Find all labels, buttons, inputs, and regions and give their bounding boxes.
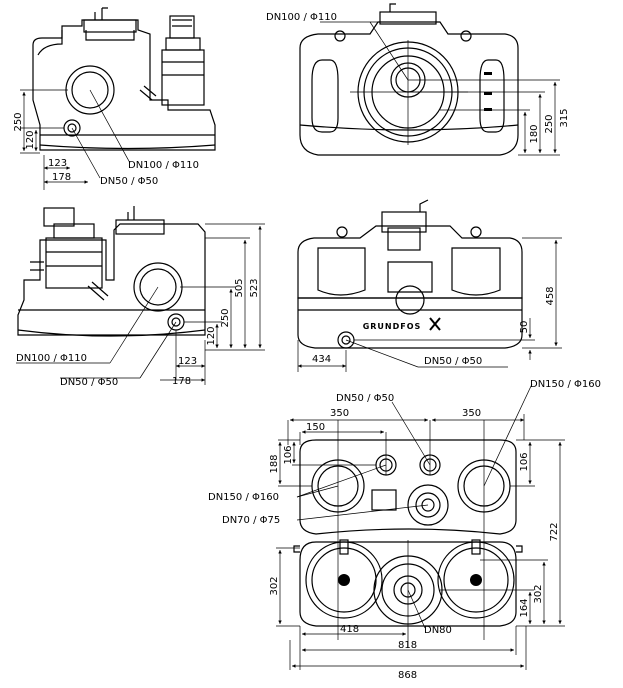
side-right-dim-178: 178 [172,376,191,387]
plan-dim-106-right: 106 [519,452,530,471]
front-top-dim-180: 180 [529,124,540,143]
plan-dim-722: 722 [549,522,560,541]
side-left-dim-250: 250 [13,112,24,131]
plan-dim-818: 818 [398,640,417,651]
front-top-dim-250: 250 [544,114,555,133]
side-right-dim-120: 120 [206,326,217,345]
plan-dim-302-left: 302 [269,576,280,595]
side-right-callout-dn100: DN100 / Φ110 [16,353,87,364]
plan-dim-106-left: 106 [283,445,294,464]
plan-callout-dn50: DN50 / Φ50 [336,393,394,404]
plan-dim-418: 418 [340,624,359,635]
plan-callout-dn150-right: DN150 / Φ160 [530,379,601,390]
plan-callout-dn70: DN70 / Φ75 [222,515,280,526]
side-right-callout-dn50: DN50 / Φ50 [60,377,118,388]
front-mid-dim-50: 50 [519,321,530,334]
plan-callout-dn150-left: DN150 / Φ160 [208,492,279,503]
plan-dim-350-left: 350 [330,408,349,419]
plan-dim-350-right: 350 [462,408,481,419]
plan-dim-868: 868 [398,670,417,681]
view-side-right: DN100 / Φ110 DN50 / Φ50 523 505 250 120 … [16,206,265,388]
side-left-callout-dn100: DN100 / Φ110 [128,160,199,171]
view-side-left: 250 120 123 178 DN100 / Φ110 DN50 / Φ50 [13,7,216,190]
side-left-dim-123: 123 [48,158,67,169]
front-top-callout-dn100: DN100 / Φ110 [266,12,337,23]
plan-dim-150: 150 [306,422,325,433]
plan-dim-188: 188 [269,454,280,473]
front-top-dim-315: 315 [559,108,570,127]
front-mid-dim-458: 458 [545,286,556,305]
side-right-dim-123: 123 [178,356,197,367]
side-left-dim-178: 178 [52,172,71,183]
side-left-dim-120: 120 [25,130,36,149]
front-mid-callout-dn50: DN50 / Φ50 [424,356,482,367]
plan-callout-dn80: DN80 [424,625,452,636]
front-mid-dim-434: 434 [312,354,331,365]
side-right-dim-250: 250 [220,308,231,327]
plan-dim-302-right: 302 [533,584,544,603]
plan-dim-164: 164 [519,598,530,617]
side-left-callout-dn50: DN50 / Φ50 [100,176,158,187]
side-right-dim-505: 505 [234,278,245,297]
side-right-dim-523: 523 [249,278,260,297]
view-front-mid: GRUNDFOS DN50 / Φ50 458 50 434 [297,199,562,372]
view-front-top: 315 250 180 DN100 / Φ110 [266,3,570,156]
brand-logo: GRUNDFOS [363,322,422,331]
view-plan: DN50 / Φ50 DN150 / Φ160 DN150 / Φ160 DN7… [208,379,601,681]
